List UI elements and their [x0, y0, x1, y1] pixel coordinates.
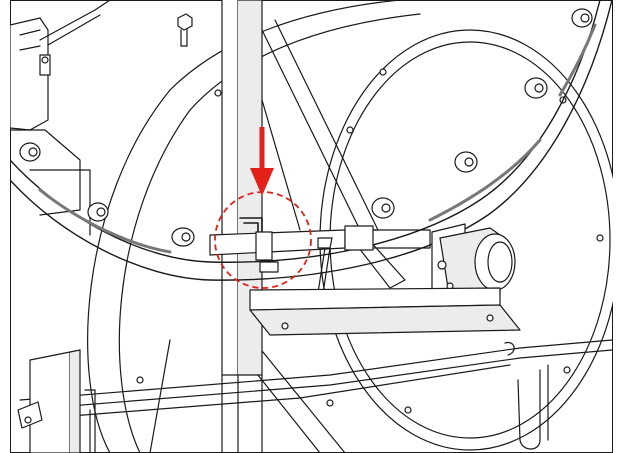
callout-arrow [250, 127, 274, 196]
frame-upright [221, 0, 406, 376]
highlight-circle [214, 191, 312, 289]
lower-beam [249, 287, 521, 336]
rollers [19, 8, 593, 247]
bolt [177, 13, 193, 47]
motor-housing [431, 223, 516, 311]
bottom-rod [19, 339, 613, 421]
hook [517, 364, 549, 450]
left-bracket [17, 349, 96, 453]
vertical-post [221, 374, 263, 453]
shaft-assembly [209, 225, 431, 314]
top-left-mechanism [10, 0, 111, 236]
latch-handle [239, 217, 279, 273]
